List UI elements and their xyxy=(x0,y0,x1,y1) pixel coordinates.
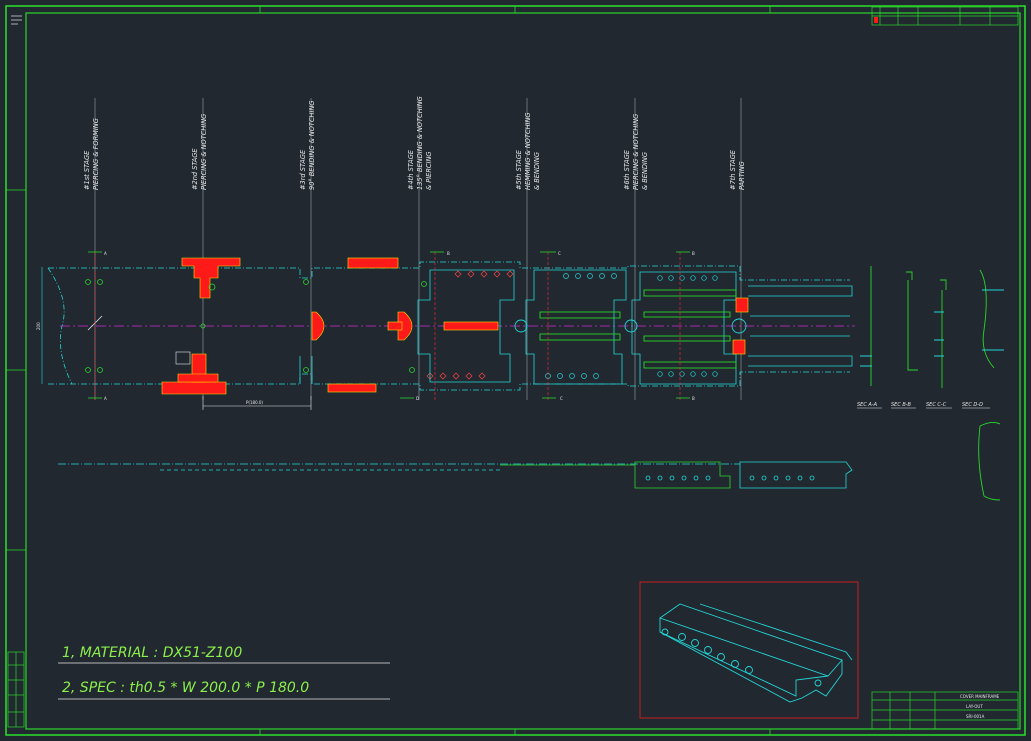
section-marker-a-bottom: A xyxy=(104,396,107,401)
section-marker-a-top: A xyxy=(104,251,107,256)
section-label-c: SEC C-C xyxy=(926,402,947,408)
stage-title-4-line3: & PIERCING xyxy=(425,152,433,191)
stage6-holes-bottom xyxy=(657,371,718,377)
stage3-notches xyxy=(299,279,313,384)
strip-layout: 200 P(180.0) xyxy=(36,251,855,410)
section-view-c xyxy=(940,279,947,388)
stage2-annotation xyxy=(175,351,191,365)
stage4-pilot-top xyxy=(421,281,427,287)
stage5-holes-bottom xyxy=(545,373,599,379)
stage-title-6-line1: #6th STAGE xyxy=(623,149,631,190)
stage-title-7-line2: PARTING xyxy=(738,161,746,190)
corner-mark xyxy=(11,15,22,25)
stage2-punches xyxy=(161,257,241,395)
spec-note: 2, SPEC : th0.5 * W 200.0 * P 180.0 xyxy=(62,680,309,696)
section-views xyxy=(860,266,1004,501)
revision-mark xyxy=(874,17,878,23)
width-dimension: 200 xyxy=(36,322,41,330)
section-label-a: SEC A-A xyxy=(857,402,878,408)
stage4-holes-top xyxy=(454,270,514,278)
stage-title-5-line3: & BENDING xyxy=(533,152,541,190)
stage-title-6: #6th STAGE PIERCING & NOTCHING & BENDING xyxy=(623,114,649,190)
stage2-pilot-center xyxy=(200,323,206,329)
stage2-pilot-top xyxy=(208,283,216,291)
section-view-b xyxy=(906,271,918,371)
section-view-d xyxy=(979,269,995,369)
stage7-punches xyxy=(732,297,749,355)
section-label-b: SEC B-B xyxy=(891,402,912,408)
stage-title-3-line2: 90° BENDING & NOTCHING xyxy=(308,100,316,190)
stage-title-5-line2: HEMMING & NOTCHING xyxy=(524,112,532,190)
isometric-view-frame xyxy=(639,581,859,719)
stage4-punches xyxy=(387,311,499,341)
stage-title-7: #7th STAGE PARTING xyxy=(729,149,746,190)
strip-top-edge xyxy=(48,261,850,281)
stage6-holes-top xyxy=(657,275,718,281)
stage4-holes-bottom xyxy=(426,372,486,380)
stage5-outline xyxy=(525,269,627,385)
side-elevation xyxy=(58,461,853,489)
border-ticks xyxy=(6,6,771,735)
outer-border xyxy=(5,5,1026,736)
section-marker-b-top: B xyxy=(447,251,450,256)
strip-bottom-edge xyxy=(48,371,850,391)
stage6-pilot xyxy=(624,319,638,333)
stage-title-5-line1: #5th STAGE xyxy=(515,149,523,190)
stage-title-2-line2: PIERCING & NOTCHING xyxy=(200,114,208,190)
stage-title-2-line1: #2nd STAGE xyxy=(191,148,199,190)
section-marker-d-bottom: D xyxy=(416,396,419,401)
section-labels: SEC A-A SEC B-B SEC C-C SEC D-D xyxy=(857,402,983,408)
stage-title-1-line2: PIERCING & FORMING xyxy=(92,118,100,190)
stage-title-7-line1: #7th STAGE xyxy=(729,149,737,190)
stage-title-3: #3rd STAGE 90° BENDING & NOTCHING xyxy=(299,100,316,190)
stage7-strip xyxy=(748,285,853,367)
title-number: SRI-001A xyxy=(966,714,985,719)
stage-title-6-line2: PIERCING & NOTCHING xyxy=(632,114,640,190)
section-marker-c-bottom: C xyxy=(560,396,563,401)
section-view-d-lower xyxy=(978,421,1001,501)
revision-table xyxy=(871,6,1019,26)
section-marker-b2-bottom: B xyxy=(692,396,695,401)
stage7-pilot xyxy=(731,318,747,334)
stage4-pilot-bottom xyxy=(409,367,415,373)
section-marker-b2-top: B xyxy=(692,251,695,256)
stage-title-6-line3: & BENDING xyxy=(641,152,649,190)
revision-strip xyxy=(7,651,25,728)
title-drawing: LAY-OUT xyxy=(966,704,983,709)
title-block xyxy=(871,691,1019,730)
stage-title-1: #1st STAGE PIERCING & FORMING xyxy=(83,118,100,190)
stage-title-4: #4th STAGE 135° BENDING & NOTCHING & PIE… xyxy=(407,96,433,190)
section-marker-ticks xyxy=(88,251,690,399)
stage5-rails xyxy=(539,311,621,341)
stage5-holes-top xyxy=(563,273,617,279)
stage6-rails xyxy=(643,289,737,369)
section-marker-c-top: C xyxy=(558,251,561,256)
stage-leaders xyxy=(94,98,742,400)
stage6-outline xyxy=(631,271,737,385)
stage-title-3-line1: #3rd STAGE xyxy=(299,149,307,190)
stage3-punches xyxy=(311,257,399,393)
stage-title-4-line1: #4th STAGE xyxy=(407,149,415,190)
title-part-name: COVER MAINFRAME xyxy=(960,694,1000,699)
stage-title-2: #2nd STAGE PIERCING & NOTCHING xyxy=(191,114,208,190)
stage-title-5: #5th STAGE HEMMING & NOTCHING & BENDING xyxy=(515,112,541,190)
stage-title-1-line1: #1st STAGE xyxy=(83,150,91,190)
isometric-part-view xyxy=(659,603,853,703)
stage5-pilot xyxy=(514,319,528,333)
material-note: 1, MATERIAL : DX51-Z100 xyxy=(62,645,242,661)
stage-title-4-line2: 135° BENDING & NOTCHING xyxy=(416,96,424,190)
inner-border xyxy=(25,12,1021,730)
stage4-outline xyxy=(417,269,515,383)
section-label-d: SEC D-D xyxy=(962,402,983,408)
pitch-dimension: P(180.0) xyxy=(246,400,263,405)
stage1-holes xyxy=(85,279,103,373)
